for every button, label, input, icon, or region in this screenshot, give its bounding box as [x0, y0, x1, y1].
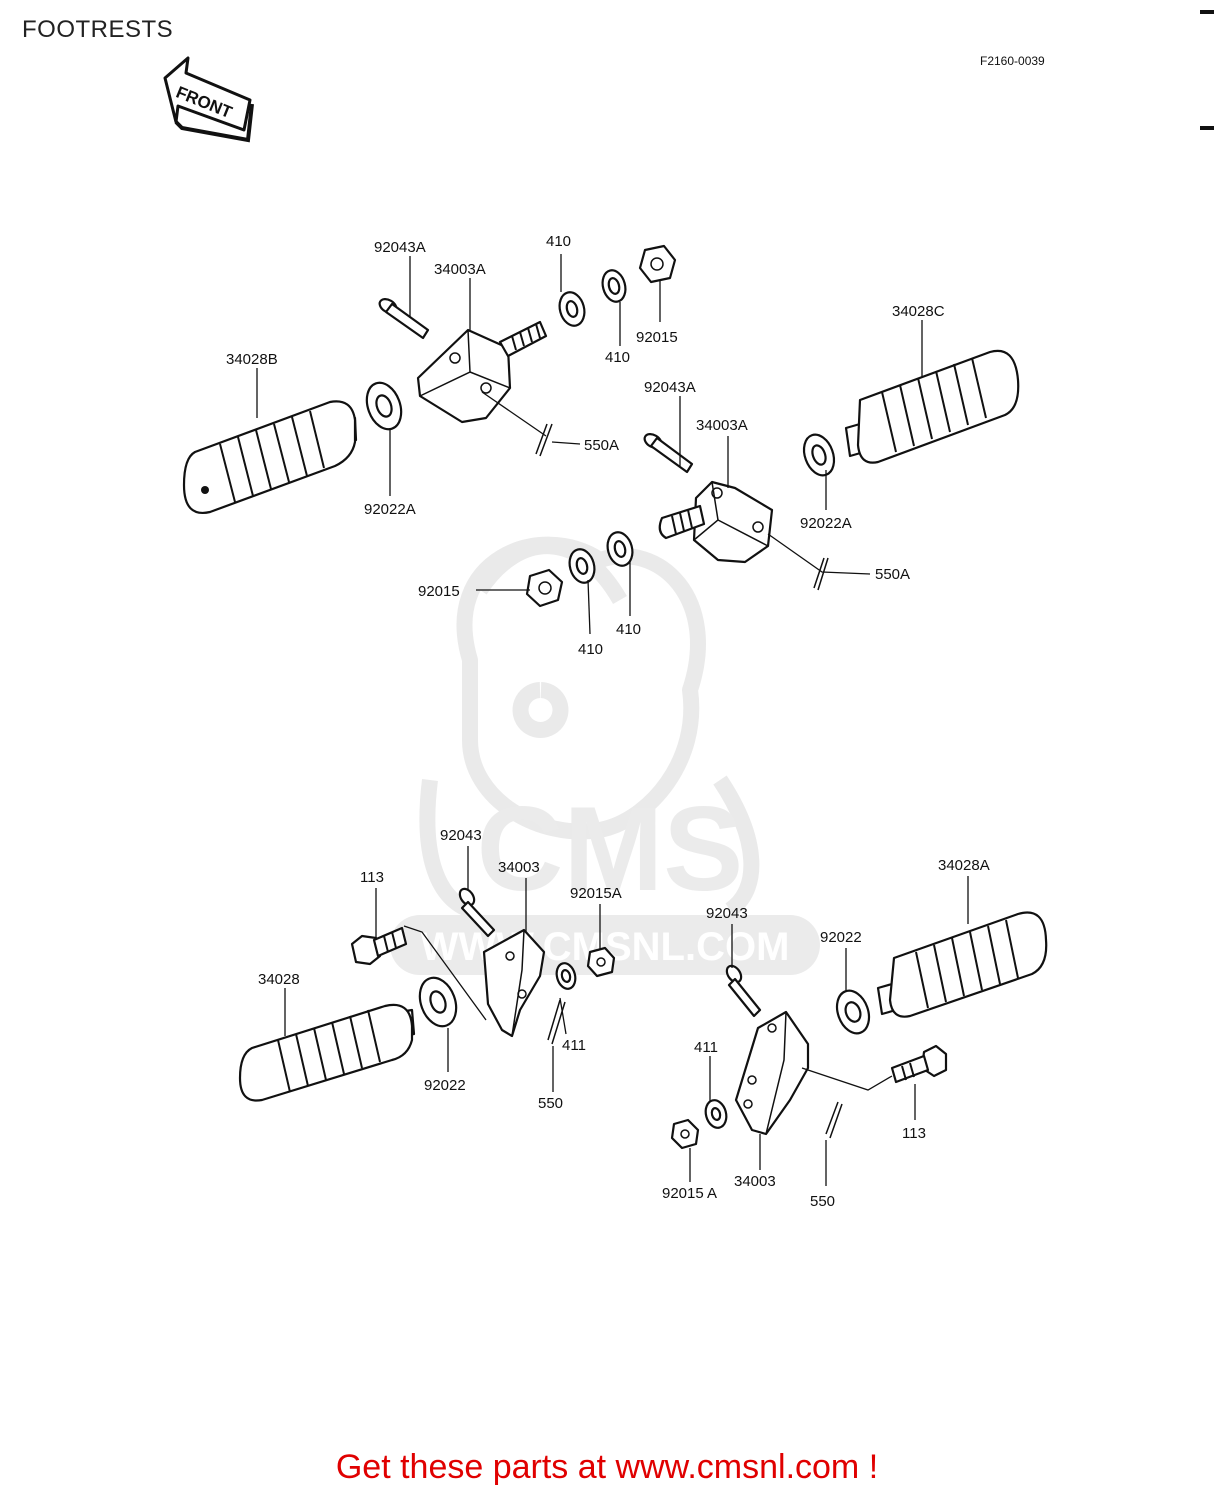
label-92015a-left: 92015A	[570, 885, 622, 902]
cotter-pin-550a-left	[535, 423, 553, 457]
label-92015a-right: 92015 A	[662, 1185, 717, 1202]
label-92043a-upper: 92043A	[374, 239, 426, 256]
figure-code: F2160-0039	[980, 54, 1045, 68]
label-410-second: 410	[605, 349, 630, 366]
washer-92022-right	[835, 989, 871, 1035]
nut-92015-upper	[638, 244, 677, 284]
label-92022a-left: 92022A	[364, 501, 416, 518]
label-92022-left: 92022	[424, 1077, 466, 1094]
label-92043-left: 92043	[440, 827, 482, 844]
washer-92022-left	[418, 976, 458, 1028]
label-92043-right: 92043	[706, 905, 748, 922]
bracket-34003a-right	[658, 480, 774, 564]
part-labels: 92043A 34003A 410 410 92015 34028B 34028…	[226, 233, 990, 1210]
cotter-pin-550a-right	[813, 557, 829, 591]
bracket-34003a-left	[416, 320, 548, 424]
washer-410-upper-a	[558, 291, 586, 327]
nut-92015a-left	[586, 946, 616, 978]
label-92015-upper: 92015	[636, 329, 678, 346]
pin-92043-left	[458, 887, 496, 938]
pin-92043-right	[725, 964, 762, 1018]
label-410-lower-b: 410	[616, 621, 641, 638]
label-34003-left: 34003	[498, 859, 540, 876]
washer-410-upper-b	[601, 269, 627, 303]
washer-411-left	[555, 962, 577, 990]
label-92043a-right: 92043A	[644, 379, 696, 396]
cotter-pin-550-right	[825, 1101, 843, 1139]
label-92022a-right: 92022A	[800, 515, 852, 532]
pin-92043a-left	[378, 298, 430, 340]
label-113-left: 113	[360, 869, 384, 886]
footrest-rubber-34028a	[876, 911, 1048, 1018]
label-34028a: 34028A	[938, 857, 990, 874]
label-411-right: 411	[694, 1039, 718, 1056]
label-34003a-right: 34003A	[696, 417, 748, 434]
washer-92022a-left	[365, 381, 403, 431]
footrest-rubber-34028c	[844, 349, 1020, 464]
page-title: FOOTRESTS	[22, 16, 174, 43]
label-550a-right: 550A	[875, 566, 910, 583]
watermark-brand: CMS	[477, 782, 744, 916]
label-550-right: 550	[810, 1193, 835, 1210]
edge-mark-bottom	[1200, 126, 1214, 130]
leader-lines	[256, 254, 969, 1186]
label-411-left: 411	[562, 1037, 586, 1054]
label-34003-right: 34003	[734, 1173, 776, 1190]
label-410-top: 410	[546, 233, 571, 250]
label-113-right: 113	[902, 1125, 926, 1142]
label-92015-lower: 92015	[418, 583, 460, 600]
bracket-34003-left	[482, 928, 546, 1038]
bolt-113-left	[350, 926, 408, 966]
label-34028: 34028	[258, 971, 300, 988]
bracket-34003-right	[734, 1010, 810, 1136]
nut-92015-lower	[525, 568, 564, 608]
label-550-left: 550	[538, 1095, 563, 1112]
pin-92043a-right	[643, 433, 694, 474]
label-550a-left: 550A	[584, 437, 619, 454]
nut-92015a-right	[670, 1118, 700, 1150]
footrest-rubber-34028b	[182, 400, 358, 514]
washer-410-lower-b	[568, 548, 596, 584]
bolt-113-right	[890, 1044, 948, 1084]
front-arrow-icon: FRONT	[163, 56, 254, 143]
cta-link[interactable]: Get these parts at www.cmsnl.com !	[335, 1448, 879, 1486]
washer-411-right	[704, 1099, 728, 1129]
label-34028b: 34028B	[226, 351, 278, 368]
cotter-pin-550-left	[547, 999, 566, 1045]
washer-92022a-right	[802, 433, 836, 477]
label-92022-right: 92022	[820, 929, 862, 946]
washer-410-lower-a	[606, 531, 634, 567]
edge-mark-top	[1200, 10, 1214, 14]
cms-watermark: CMS WWW.CMSNL.COM	[390, 536, 820, 975]
label-34028c: 34028C	[892, 303, 945, 320]
footrest-rubber-34028	[238, 1003, 416, 1102]
label-34003a-upper: 34003A	[434, 261, 486, 278]
label-410-lower-a: 410	[578, 641, 603, 658]
